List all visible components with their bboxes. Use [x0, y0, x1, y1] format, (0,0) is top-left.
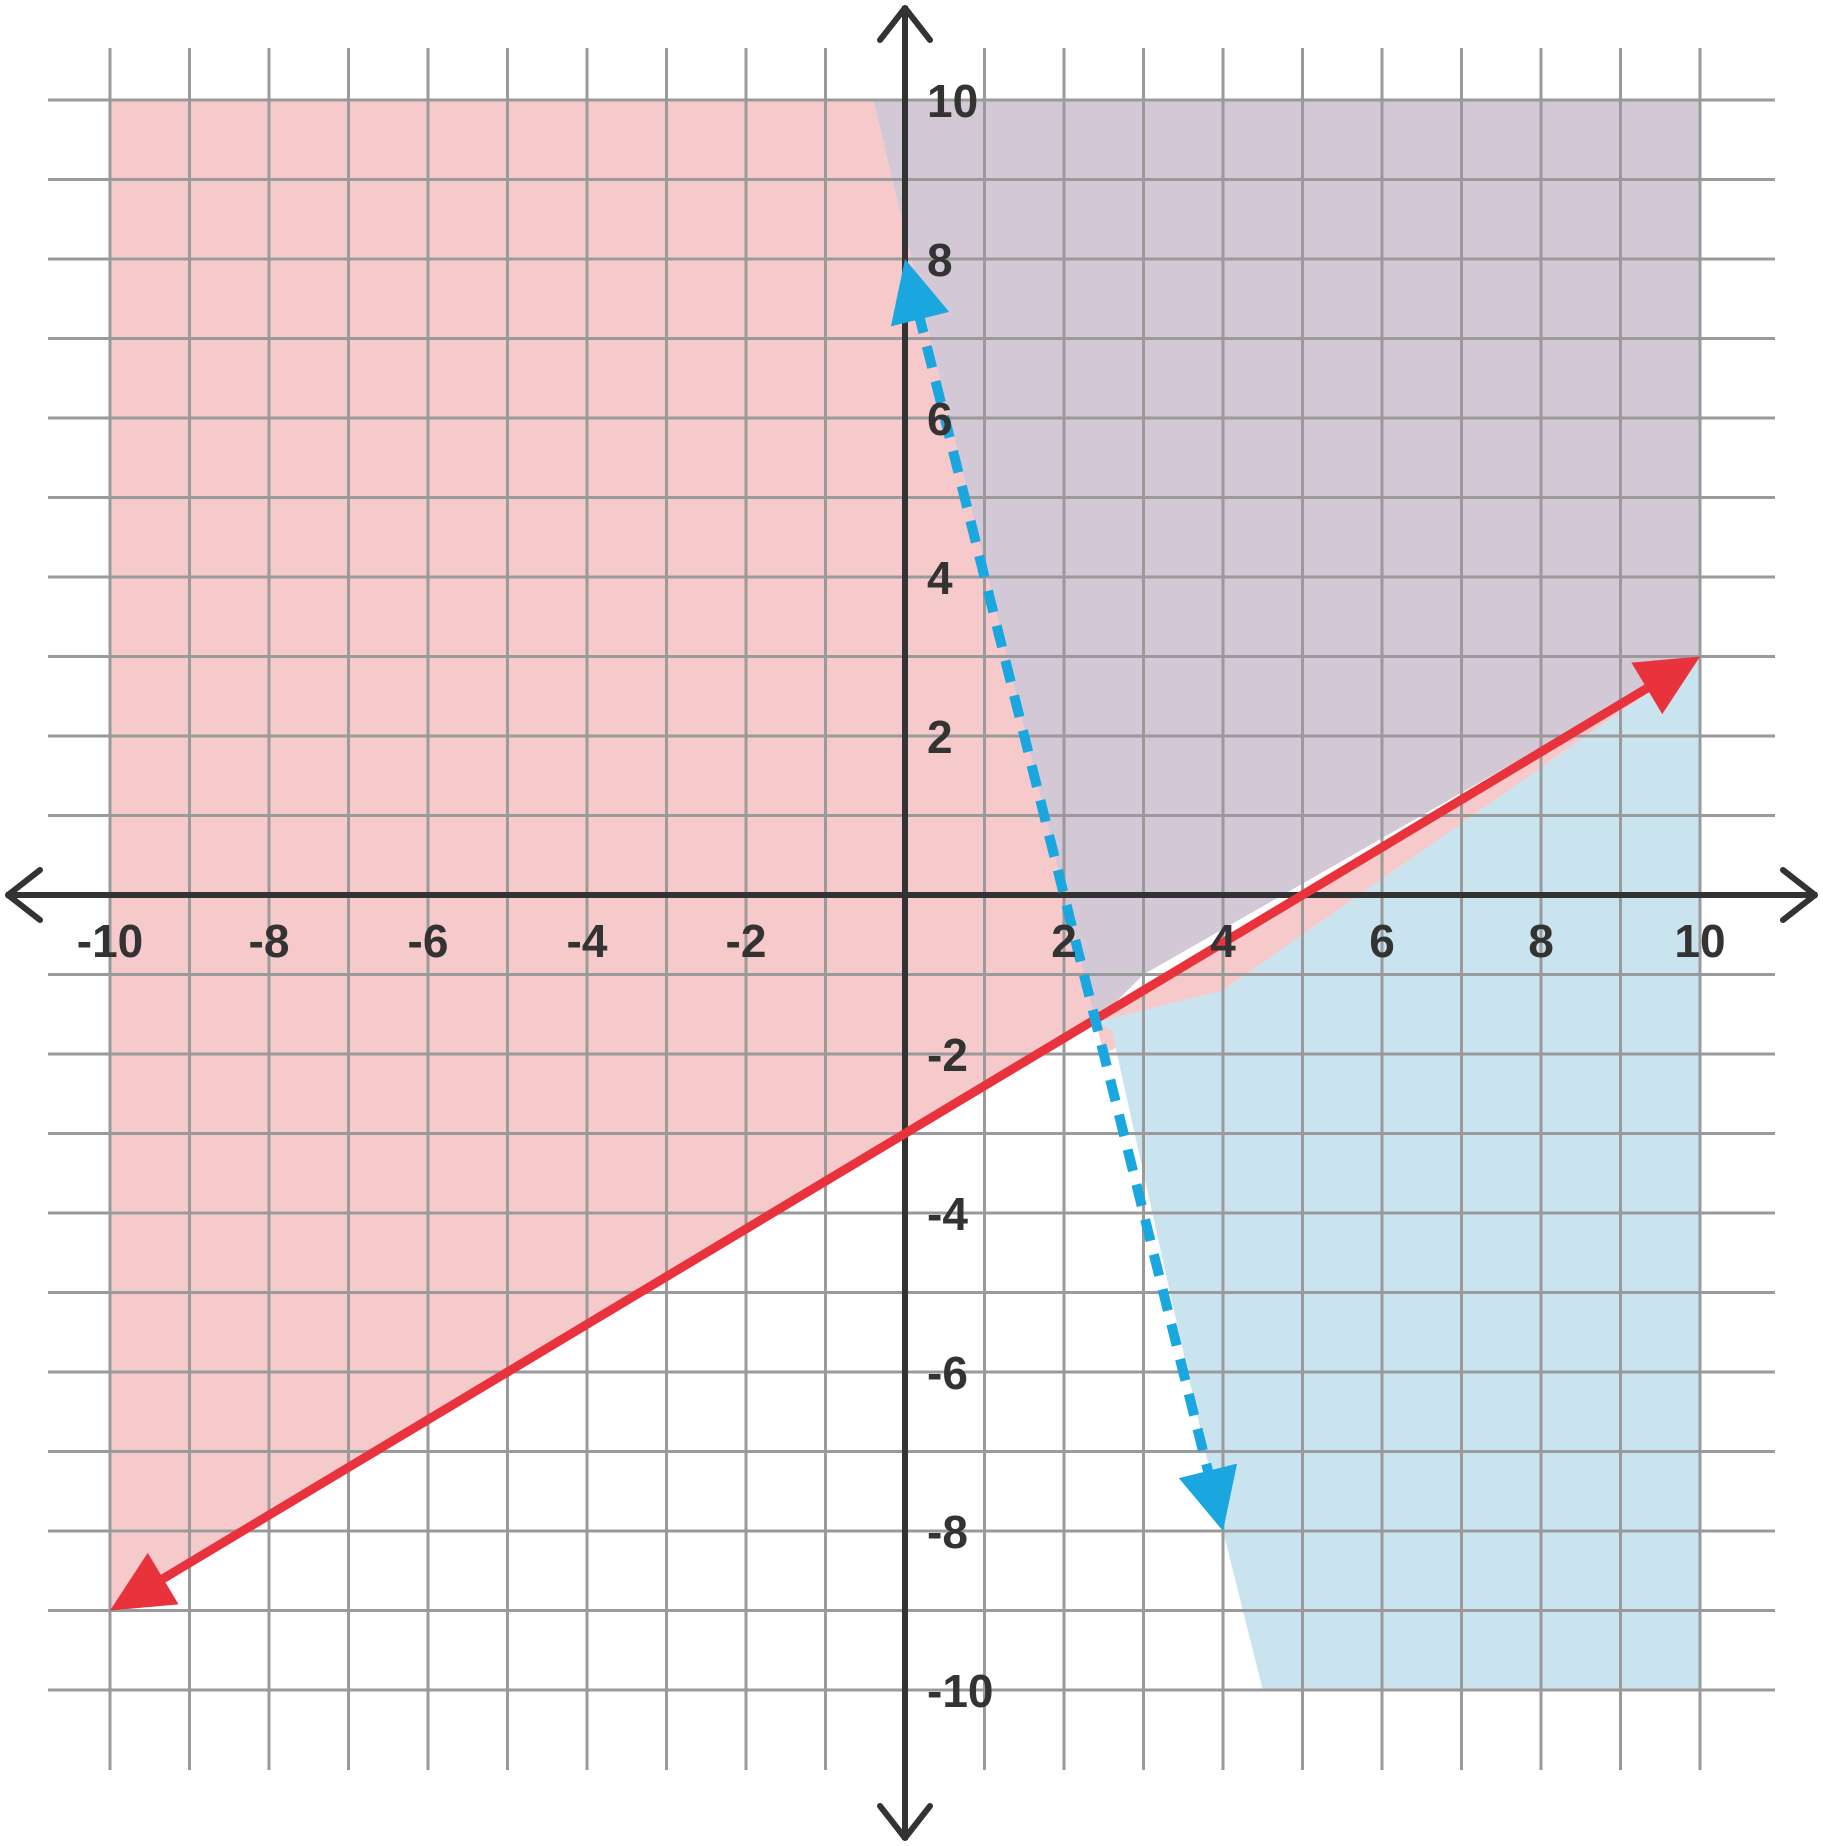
y-tick-label: 10: [927, 75, 978, 127]
blue-dotted-line-arrow-start-icon: [890, 259, 950, 327]
x-tick-label: -6: [408, 915, 449, 967]
red-solid-line-arrow-start-icon: [110, 1552, 179, 1611]
y-tick-label: 2: [927, 711, 953, 763]
x-tick-label: -8: [249, 915, 290, 967]
x-tick-label: -10: [77, 915, 143, 967]
y-tick-label: -4: [927, 1188, 968, 1240]
y-tick-label: -2: [927, 1029, 968, 1081]
y-axis-arrow-up-icon: [877, 5, 933, 43]
y-tick-label: -8: [927, 1506, 968, 1558]
red-solid-line: [153, 680, 1657, 1587]
x-tick-label: 8: [1528, 915, 1554, 967]
blue-dotted-line: [913, 310, 1215, 1480]
x-tick-label: 6: [1369, 915, 1395, 967]
overlap-region: [873, 100, 1700, 1023]
boundary-lines: [110, 259, 1700, 1611]
x-axis-arrow-left-icon: [5, 867, 43, 923]
x-tick-label: -2: [726, 915, 767, 967]
x-tick-label: 2: [1051, 915, 1077, 967]
blue-dotted-line-arrow-end-icon: [1178, 1463, 1238, 1531]
y-tick-label: -10: [927, 1665, 993, 1717]
grid-lines: [48, 48, 1775, 1770]
y-axis-arrow-down-icon: [877, 1803, 933, 1841]
y-tick-label: 8: [927, 234, 953, 286]
y-tick-label: 4: [927, 552, 953, 604]
x-tick-label: 4: [1210, 915, 1236, 967]
y-tick-label: -6: [927, 1347, 968, 1399]
x-tick-label: 10: [1674, 915, 1725, 967]
red-solid-line-arrow-end-icon: [1631, 656, 1700, 715]
x-tick-label: -4: [567, 915, 608, 967]
blue-inequality-region: [1095, 656, 1700, 1690]
y-tick-label: 6: [927, 393, 953, 445]
x-axis-arrow-right-icon: [1780, 867, 1818, 923]
tick-labels: -10 -8 -6 -4 -2 2 4 6 8 10 10 8 6 4 2 -2 -4 -6 -8 -10: [77, 75, 1726, 1717]
